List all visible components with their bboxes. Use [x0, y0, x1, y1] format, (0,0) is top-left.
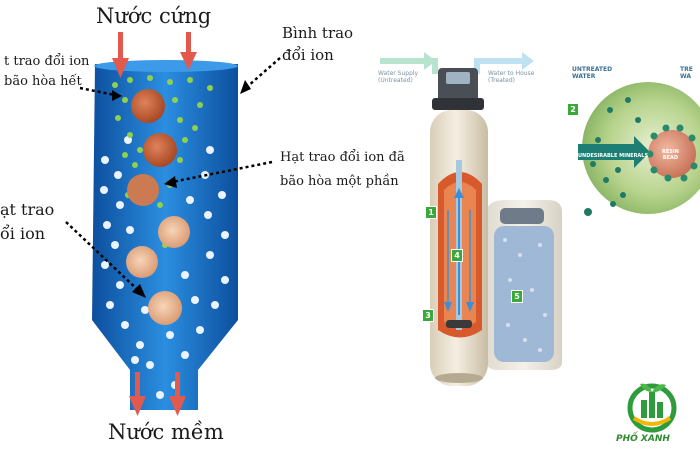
- outflow-arrows: [129, 372, 186, 416]
- brand-logo-icon: [627, 383, 677, 433]
- resin-bead-label: RESIN BEAD: [662, 149, 679, 161]
- partial-bead-label: Hạt trao đổi ion đã bão hòa một phần: [280, 150, 405, 189]
- soft-water-label: Nước mềm: [108, 420, 224, 444]
- step-badge-2: 2: [567, 103, 579, 116]
- step-badge-3: 3: [422, 309, 434, 322]
- brand-name: PHỐ XANH: [616, 434, 670, 444]
- untreated-water-label: UNTREATED WATER: [572, 66, 613, 80]
- saturated-beads: [131, 89, 177, 167]
- treated-water-label: TRE WA: [680, 66, 693, 80]
- label-pointers: [65, 57, 281, 293]
- saturated-bead-label: t trao đổi ion bão hòa hết: [4, 54, 90, 89]
- supply-pipe: [380, 52, 438, 74]
- step-badge-1: 1: [425, 206, 437, 219]
- bead-label: ạt trao ổi ion: [0, 200, 55, 243]
- hard-water-label: Nước cứng: [96, 4, 212, 28]
- resin-bead-zoom: [578, 82, 700, 216]
- step-badge-5: 5: [511, 290, 523, 303]
- undesirable-minerals-label: UNDESIRABLE MINERALS: [578, 153, 649, 159]
- partial-beads: [126, 174, 190, 325]
- ion-exchange-vessel: [65, 32, 281, 416]
- water-softener-unit: [380, 52, 562, 386]
- water-supply-label: Water Supply (Untreated): [378, 70, 419, 84]
- vessel-label: Bình trao đổi ion: [282, 24, 354, 64]
- water-to-house-label: Water to House (Treated): [488, 70, 535, 84]
- house-pipe: [474, 52, 534, 74]
- inflow-arrows: [112, 32, 197, 78]
- sodium-ions: [100, 136, 229, 399]
- step-badge-4: 4: [451, 249, 463, 262]
